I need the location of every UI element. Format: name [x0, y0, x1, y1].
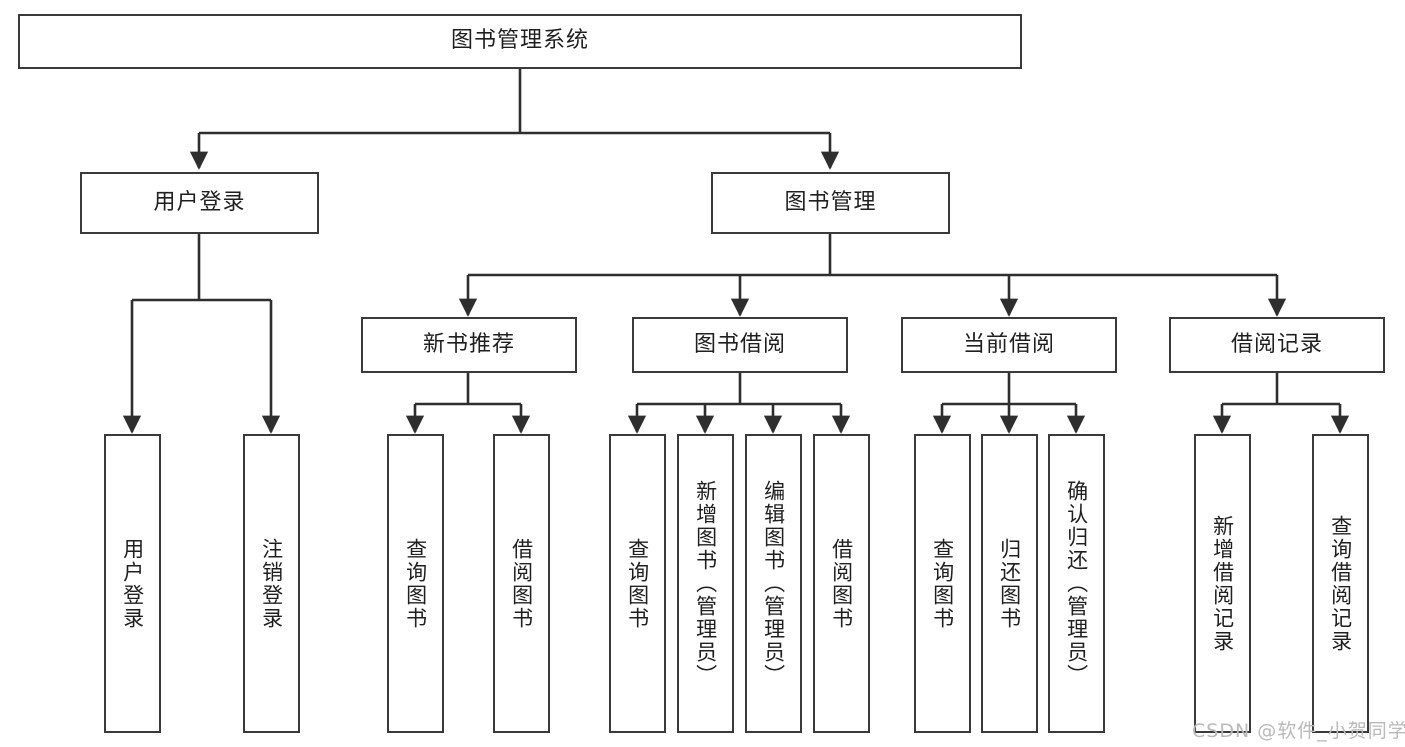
- leaf-borrow-book-1-label: 借阅图书: [509, 537, 534, 630]
- leaf-confirm-return-label: 确认归还（管理员）: [1064, 480, 1089, 687]
- node-current-borrow-label: 当前借阅: [962, 331, 1055, 357]
- leaf-user-login[interactable]: 用户登录: [104, 434, 161, 733]
- node-user-login-label: 用户登录: [153, 189, 246, 215]
- leaf-borrow-book-2[interactable]: 借阅图书: [813, 434, 870, 733]
- node-book-borrow[interactable]: 图书借阅: [632, 317, 848, 373]
- csdn-watermark: CSDN @软件_小贺同学: [1192, 720, 1405, 742]
- leaf-edit-book-label: 编辑图书（管理员）: [761, 480, 786, 687]
- leaf-logout-login[interactable]: 注销登录: [243, 434, 300, 733]
- node-new-book-recommend[interactable]: 新书推荐: [361, 317, 577, 373]
- leaf-user-login-label: 用户登录: [120, 537, 145, 630]
- node-current-borrow[interactable]: 当前借阅: [901, 317, 1117, 373]
- leaf-query-borrow-record[interactable]: 查询借阅记录: [1312, 434, 1369, 733]
- leaf-query-book-2-label: 查询图书: [625, 537, 650, 630]
- leaf-query-book-1[interactable]: 查询图书: [387, 434, 444, 733]
- node-book-borrow-label: 图书借阅: [693, 331, 786, 357]
- leaf-add-borrow-record[interactable]: 新增借阅记录: [1194, 434, 1251, 733]
- leaf-query-book-2[interactable]: 查询图书: [609, 434, 666, 733]
- leaf-query-book-3[interactable]: 查询图书: [914, 434, 971, 733]
- node-root[interactable]: 图书管理系统: [18, 14, 1022, 69]
- node-root-label: 图书管理系统: [450, 28, 589, 54]
- node-new-book-recommend-label: 新书推荐: [422, 331, 515, 357]
- leaf-add-borrow-record-label: 新增借阅记录: [1210, 514, 1235, 653]
- leaf-logout-login-label: 注销登录: [259, 537, 284, 630]
- leaf-add-book-label: 新增图书（管理员）: [693, 480, 718, 687]
- leaf-return-book[interactable]: 归还图书: [981, 434, 1038, 733]
- leaf-query-book-3-label: 查询图书: [930, 537, 955, 630]
- node-borrow-record[interactable]: 借阅记录: [1169, 317, 1385, 373]
- node-borrow-record-label: 借阅记录: [1230, 331, 1323, 357]
- leaf-query-borrow-record-label: 查询借阅记录: [1328, 514, 1353, 653]
- node-user-login[interactable]: 用户登录: [80, 172, 319, 234]
- leaf-borrow-book-2-label: 借阅图书: [829, 537, 854, 630]
- leaf-edit-book[interactable]: 编辑图书（管理员）: [745, 434, 802, 733]
- leaf-borrow-book-1[interactable]: 借阅图书: [493, 434, 550, 733]
- leaf-query-book-1-label: 查询图书: [403, 537, 428, 630]
- leaf-return-book-label: 归还图书: [997, 537, 1022, 630]
- node-book-manage-label: 图书管理: [784, 189, 877, 215]
- leaf-confirm-return[interactable]: 确认归还（管理员）: [1048, 434, 1105, 733]
- leaf-add-book[interactable]: 新增图书（管理员）: [677, 434, 734, 733]
- node-book-manage[interactable]: 图书管理: [711, 172, 950, 234]
